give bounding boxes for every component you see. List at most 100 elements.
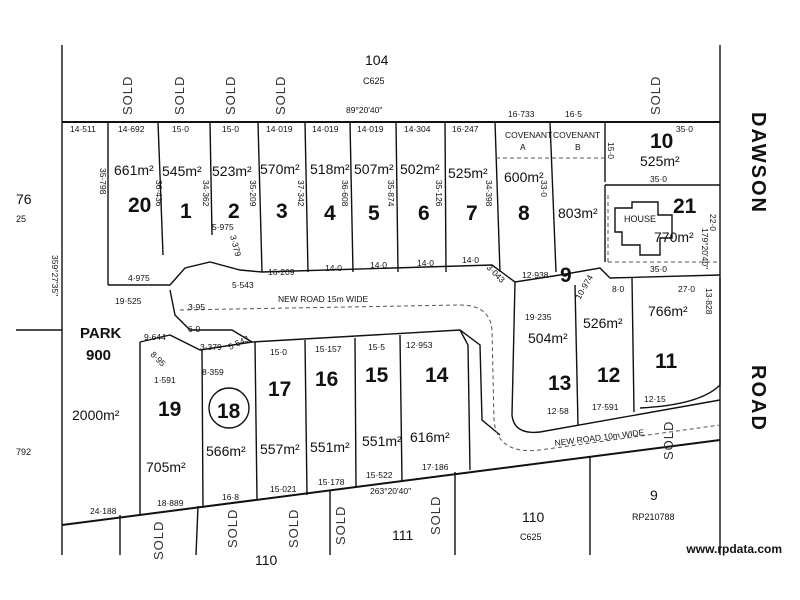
lot-area: 570m²: [260, 161, 300, 177]
covenant-a-label: COVENANT: [505, 130, 552, 140]
lot-number: 20: [128, 194, 151, 217]
sold-label: SOLD: [286, 509, 301, 548]
svg-text:DAWSON: DAWSON: [747, 112, 769, 214]
top-row-dimensions: 14·511 14·692 15·0 15·0 14·019 14·019 14…: [70, 109, 693, 134]
new-road-10m-label: NEW ROAD 10m WIDE: [554, 427, 645, 448]
lot-number: 3: [276, 200, 288, 223]
lot-9-south-ref: RP210788: [632, 512, 675, 522]
svg-text:14·511: 14·511: [70, 124, 96, 134]
svg-text:8·359: 8·359: [202, 367, 224, 377]
lot-110-ref: C625: [520, 532, 542, 542]
svg-text:6·0: 6·0: [188, 324, 201, 334]
svg-text:35·0: 35·0: [676, 124, 693, 134]
svg-text:3·379: 3·379: [200, 342, 222, 352]
svg-text:9·644: 9·644: [144, 332, 166, 342]
svg-text:8·0: 8·0: [612, 284, 625, 294]
svg-text:14·019: 14·019: [312, 124, 339, 134]
svg-text:35·0: 35·0: [650, 264, 667, 274]
lot-area: 803m²: [558, 205, 598, 221]
lot-110-label: 110: [522, 509, 545, 525]
lot-number: 18: [217, 400, 241, 423]
boundary-lines: [16, 45, 721, 556]
lot-area: 551m²: [310, 439, 350, 455]
lot-111-label: 111: [392, 527, 413, 543]
svg-text:5·543: 5·543: [227, 333, 251, 351]
lot-area: 502m²: [400, 161, 440, 177]
svg-text:12·953: 12·953: [406, 340, 433, 350]
sold-label: SOLD: [428, 496, 443, 535]
svg-text:15·0: 15·0: [270, 347, 287, 357]
lot-number: 7: [466, 202, 478, 225]
covenant-b-label: COVENANT: [553, 130, 600, 140]
lot-area: 600m²: [504, 169, 544, 185]
svg-text:15·0: 15·0: [606, 142, 616, 159]
svg-text:12·58: 12·58: [547, 406, 569, 416]
svg-text:5·543: 5·543: [232, 280, 254, 290]
sold-label: SOLD: [151, 521, 166, 560]
lot-number: 4: [324, 202, 336, 225]
svg-text:15·157: 15·157: [315, 344, 342, 354]
lot-number: 5: [368, 202, 380, 225]
lot-area: 551m²: [362, 433, 402, 449]
lot-number: 10: [650, 130, 673, 153]
svg-text:16·8: 16·8: [222, 492, 239, 502]
svg-text:15·0: 15·0: [172, 124, 189, 134]
sold-label: SOLD: [225, 509, 240, 548]
lot-number: 8: [518, 202, 530, 225]
sold-label: SOLD: [273, 76, 288, 115]
lot-number: 13: [548, 372, 571, 395]
east-bearing: 179°20'40": [700, 228, 710, 269]
svg-text:35·0: 35·0: [650, 174, 667, 184]
svg-text:16·733: 16·733: [508, 109, 535, 119]
new-road-15m-label: NEW ROAD 15m WIDE: [278, 294, 369, 304]
lot-number: 12: [597, 364, 620, 387]
lot-number: 21: [673, 195, 697, 218]
lot-area: 557m²: [260, 441, 300, 457]
north-bearing: 89°20'40": [346, 105, 382, 115]
sold-label: SOLD: [120, 76, 135, 115]
svg-text:36·608: 36·608: [340, 180, 350, 207]
house-label: HOUSE: [624, 214, 656, 224]
lot-area: 525m²: [640, 153, 680, 169]
svg-text:14·692: 14·692: [118, 124, 145, 134]
svg-text:3·379: 3·379: [228, 234, 243, 258]
svg-text:12·938: 12·938: [522, 270, 549, 280]
svg-text:3·043: 3·043: [485, 262, 508, 285]
lot-104-label: 104: [365, 52, 389, 68]
park-label: PARK: [80, 325, 122, 342]
svg-text:14·0: 14·0: [370, 260, 387, 270]
svg-text:14·0: 14·0: [325, 263, 342, 273]
svg-text:19·235: 19·235: [525, 312, 552, 322]
svg-text:17·591: 17·591: [592, 402, 619, 412]
lot-104-ref: C625: [363, 76, 385, 86]
bottom-row-dimensions: 24·188 18·889 16·8 15·021 15·178 15·522 …: [90, 462, 449, 516]
lot-number: 11: [655, 350, 678, 373]
svg-text:27·0: 27·0: [678, 284, 695, 294]
svg-text:14·304: 14·304: [404, 124, 431, 134]
svg-text:34·362: 34·362: [201, 180, 211, 207]
lot-76-label: 76: [16, 191, 32, 207]
lot-number: 19: [158, 398, 181, 421]
svg-text:33·0: 33·0: [539, 180, 549, 197]
front-row-dimensions: 16·209 14·0 14·0 14·0 14·0: [268, 255, 479, 277]
svg-text:18·889: 18·889: [157, 498, 184, 508]
svg-text:16·209: 16·209: [268, 267, 295, 277]
svg-text:17·186: 17·186: [422, 462, 449, 472]
park-number: 900: [86, 347, 111, 364]
sold-label: SOLD: [661, 421, 676, 460]
sold-label: SOLD: [333, 506, 348, 545]
svg-text:15·522: 15·522: [366, 470, 393, 480]
lot-area: 518m²: [310, 161, 350, 177]
svg-text:14·019: 14·019: [266, 124, 293, 134]
lot-number: 14: [425, 364, 449, 387]
lot-area: 566m²: [206, 443, 246, 459]
lot-area: 526m²: [583, 315, 623, 331]
svg-text:15·0: 15·0: [222, 124, 239, 134]
lot-number: 6: [418, 202, 430, 225]
svg-text:3·95: 3·95: [188, 302, 205, 312]
west-bearing: 359°27'35": [50, 255, 60, 296]
partial-110b: 110: [255, 552, 278, 568]
dawson-road-label: DAWSON ROAD: [747, 112, 769, 432]
lot-area: 705m²: [146, 459, 186, 475]
svg-text:15·5: 15·5: [368, 342, 385, 352]
